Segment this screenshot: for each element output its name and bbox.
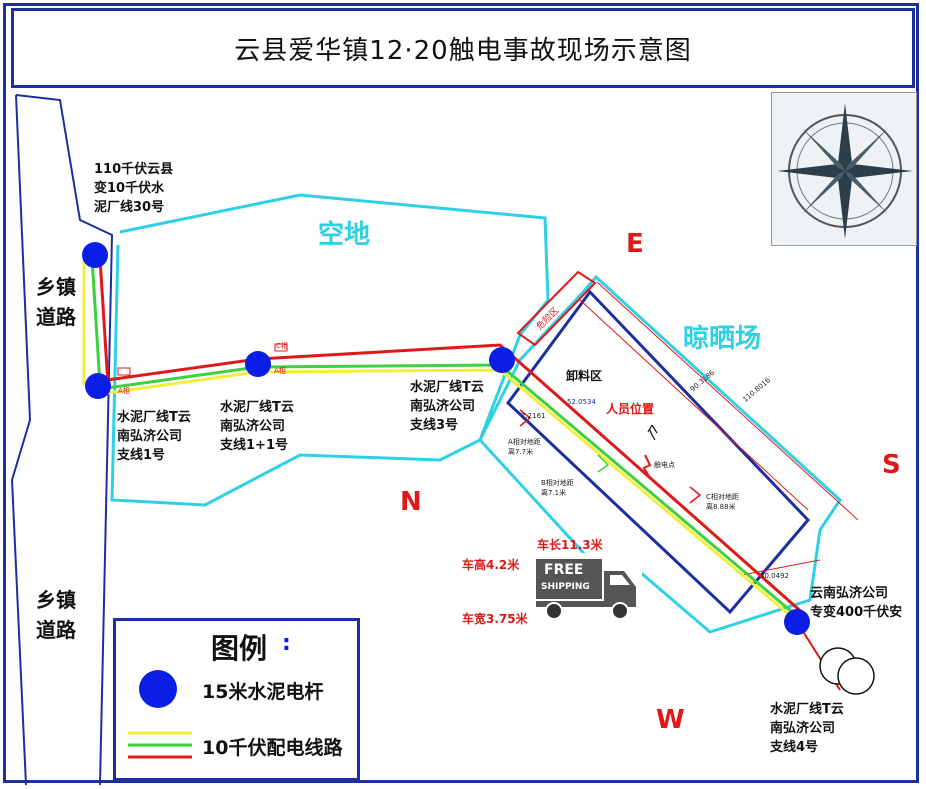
truck-width-label: 车宽3.75米 [462, 612, 528, 626]
dim-7: 7.2161 [521, 412, 546, 420]
legend: 图例 : 15米水泥电杆 10千伏配电线路 [113, 618, 360, 781]
c-height-label: C相对地距 离8.88米 [706, 493, 739, 511]
truck-height-label: 车高4.2米 [462, 558, 520, 572]
a-height-label: A相对地距 离7.7米 [508, 438, 541, 456]
transformer-icon [819, 647, 875, 695]
direction-w: W [656, 705, 685, 735]
truck-illustration: FREE SHIPPING [532, 553, 642, 623]
a-phase-tag-2: A相 [274, 367, 286, 375]
pole-branch3-label: 水泥厂线T云 南弘济公司 支线3号 [410, 380, 484, 433]
drying-yard-label: 晾晒场 [683, 324, 762, 354]
person-position-label: 人员位置 [606, 402, 655, 416]
pole-branch1-label: 水泥厂线T云 南弘济公司 支线1号 [117, 410, 191, 463]
truck-free-text: FREE [544, 562, 584, 578]
direction-e: E [626, 229, 644, 259]
road-label-lower: 乡镇 道路 [36, 588, 76, 642]
transformer-label: 云南弘济公司 专变400千伏安 [810, 586, 903, 620]
road-outline [10, 94, 114, 786]
a-phase-tag-1: A相 [118, 387, 130, 395]
dim-52: 52.0534 [567, 398, 596, 406]
hazard-area [516, 270, 597, 347]
power-line-main [99, 343, 806, 630]
power-line-west [82, 257, 110, 386]
unload-area-outline [506, 289, 811, 615]
unload-area-label: 卸料区 [566, 369, 603, 383]
pole-source-label: 110千伏云县 变10千伏水 泥厂线30号 [94, 162, 174, 215]
compass-icon [777, 103, 913, 239]
touch-point-label: 触电点 [654, 461, 675, 469]
truck-length-label: 车长11.3米 [537, 538, 603, 552]
page-title: 云县爱华镇12·20触电事故现场示意图 [234, 35, 692, 66]
compass-rose [771, 92, 917, 246]
outer-frame [3, 3, 919, 783]
pole-branch4-label: 水泥厂线T云 南弘济公司 支线4号 [770, 702, 844, 755]
b-height-label: B相对地距 离7.1米 [541, 479, 574, 497]
person-icon [647, 424, 658, 441]
pole-branch1p1 [245, 351, 271, 377]
legend-line-label: 10千伏配电线路 [202, 737, 343, 759]
road-label-upper: 乡镇 道路 [36, 275, 76, 329]
dim-30: 30.0492 [760, 572, 789, 580]
direction-n: N [400, 487, 422, 517]
c-phase-tag: C相 [276, 342, 288, 350]
pole-branch4 [784, 609, 810, 635]
pole-branch3 [489, 347, 515, 373]
truck-shipping-text: SHIPPING [541, 582, 590, 592]
legend-pole-icon [139, 670, 177, 708]
touch-point-icon [642, 454, 652, 479]
pole-branch1 [85, 373, 111, 399]
pole-source [82, 242, 108, 268]
empty-lot-label: 空地 [318, 220, 371, 250]
pole-branch1p1-label: 水泥厂线T云 南弘济公司 支线1+1号 [220, 400, 294, 453]
legend-title: 图例 [211, 632, 268, 665]
title-box: 云县爱华镇12·20触电事故现场示意图 [11, 8, 915, 88]
direction-s: S [882, 450, 901, 480]
legend-pole-label: 15米水泥电杆 [202, 681, 324, 703]
